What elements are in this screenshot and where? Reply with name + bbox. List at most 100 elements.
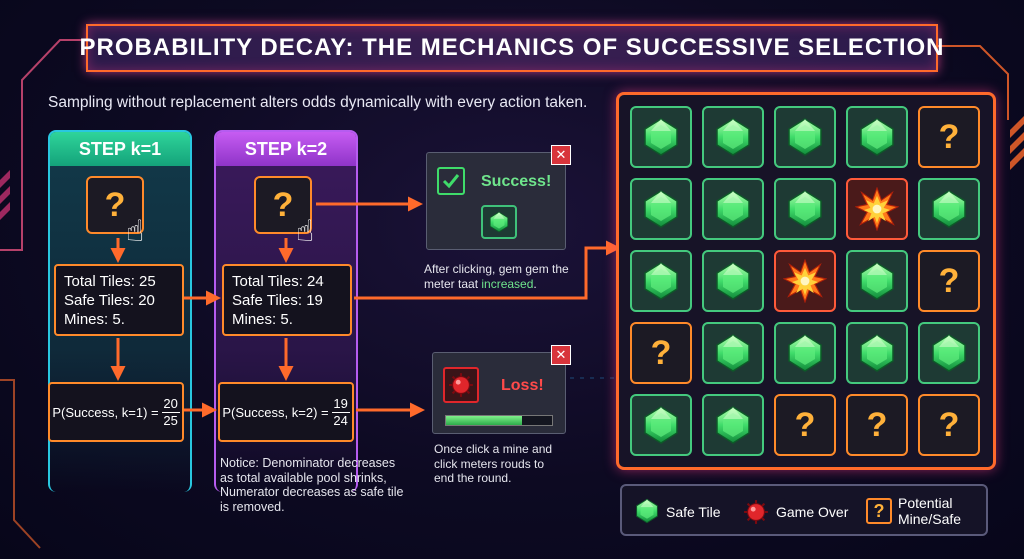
subtitle: Sampling without replacement alters odds… [48, 94, 588, 111]
safe-tile[interactable] [702, 322, 764, 384]
unknown-tile[interactable]: ? [630, 322, 692, 384]
loss-note-line: click meters rouds to [434, 456, 545, 471]
safe-tile[interactable] [774, 106, 836, 168]
pointer-hand-icon: ☝ [126, 215, 145, 248]
mine-tile[interactable] [774, 250, 836, 312]
gem-icon [713, 333, 753, 373]
loss-note-line: Once click a mine and [434, 442, 553, 456]
progress-bar [445, 415, 553, 426]
explosion-icon [783, 259, 827, 303]
gem-icon [857, 117, 897, 157]
gem-icon [641, 405, 681, 445]
loss-title: Loss! [501, 377, 544, 394]
loss-popup: ✕ Loss! [432, 345, 571, 434]
total-tiles: Total Tiles: 25 [64, 273, 156, 290]
success-popup: ✕ Success! [426, 145, 571, 250]
success-note-part: . [533, 276, 537, 291]
gem-icon [857, 261, 897, 301]
safe-tile[interactable] [630, 106, 692, 168]
notice-line: Notice: Denominator decreases [220, 456, 396, 470]
gem-icon [713, 117, 753, 157]
mine-count: Mines: 5. [232, 311, 293, 328]
success-title: Success! [481, 173, 552, 190]
success-note-line: After clicking, gem gem the [424, 262, 569, 276]
question-tile[interactable]: ? [254, 176, 312, 234]
legend-potential-line: Potential [898, 495, 953, 511]
mine-icon [443, 367, 479, 403]
gem-icon [641, 189, 681, 229]
safe-tile[interactable] [630, 394, 692, 456]
gem-icon [785, 333, 825, 373]
safe-tile[interactable] [774, 322, 836, 384]
safe-tile[interactable] [702, 250, 764, 312]
success-note-highlight: increased [481, 276, 534, 291]
probability-label: P(Success, k=1) = [52, 404, 159, 420]
page-title: PROBABILITY DECAY: THE MECHANICS OF SUCC… [79, 34, 945, 61]
notice-line: as total available pool shrinks, [220, 470, 387, 485]
safe-tile[interactable] [702, 178, 764, 240]
safe-tile[interactable] [630, 178, 692, 240]
success-note-part: meter taat [424, 276, 482, 291]
safe-tile[interactable] [846, 250, 908, 312]
denominator: 25 [163, 412, 178, 428]
gem-icon [713, 405, 753, 445]
loss-note-line: end the round. [434, 471, 512, 485]
safe-tile[interactable] [702, 394, 764, 456]
explosion-icon [855, 187, 899, 231]
probability-box: P(Success, k=1) = 20 25 [48, 382, 184, 442]
gem-icon [634, 498, 660, 524]
pointer-hand-icon: ☝ [296, 215, 315, 248]
tile-count-box: Total Tiles: 25 Safe Tiles: 20 Mines: 5. [54, 264, 184, 336]
success-note: After clicking, gem gem the meter taat i… [424, 262, 569, 291]
safe-tile[interactable] [846, 322, 908, 384]
legend-safe-label: Safe Tile [666, 504, 721, 520]
safe-tile[interactable] [630, 250, 692, 312]
denominator: 24 [333, 412, 348, 428]
mine-icon [742, 498, 770, 526]
safe-tile[interactable] [774, 178, 836, 240]
probability-label: P(Success, k=2) = [222, 404, 329, 420]
legend-over-label: Game Over [776, 504, 849, 520]
progress-bar-fill [446, 416, 523, 425]
close-button[interactable]: ✕ [551, 145, 571, 165]
mine-tile[interactable] [846, 178, 908, 240]
legend-potential-label: Potential Mine/Safe [898, 495, 961, 527]
probability-fraction: 19 24 [331, 396, 350, 428]
notice-line: is removed. [220, 499, 285, 514]
mine-count: Mines: 5. [64, 311, 125, 328]
checkmark-icon [437, 167, 465, 195]
legend: Safe Tile Game Over ? Potential Mine/Saf… [620, 484, 988, 536]
gem-icon [641, 261, 681, 301]
question-tile[interactable]: ? [86, 176, 144, 234]
unknown-tile[interactable]: ? [918, 394, 980, 456]
step-header: STEP k=2 [216, 132, 356, 166]
gem-icon [929, 333, 969, 373]
gem-icon [857, 333, 897, 373]
probability-box: P(Success, k=2) = 19 24 [218, 382, 354, 442]
unknown-tile[interactable]: ? [774, 394, 836, 456]
title-banner: PROBABILITY DECAY: THE MECHANICS OF SUCC… [80, 24, 944, 72]
gem-icon [713, 189, 753, 229]
gem-icon [785, 189, 825, 229]
unknown-tile[interactable]: ? [846, 394, 908, 456]
close-button[interactable]: ✕ [551, 345, 571, 365]
legend-potential-line: Mine/Safe [898, 511, 962, 527]
safe-tile[interactable] [846, 106, 908, 168]
safe-tile[interactable] [918, 322, 980, 384]
step-header: STEP k=1 [50, 132, 190, 166]
game-board: ?????? [630, 106, 982, 458]
tile-count-box: Total Tiles: 24 Safe Tiles: 19 Mines: 5. [222, 264, 352, 336]
gem-icon [929, 189, 969, 229]
safe-tile[interactable] [702, 106, 764, 168]
notice-line: Numerator decreases as safe tile [220, 485, 404, 499]
safe-tiles: Safe Tiles: 20 [64, 292, 155, 309]
notice-text: Notice: Denominator decreases as total a… [220, 456, 403, 514]
loss-note: Once click a mine and click meters rouds… [434, 442, 552, 486]
unknown-tile[interactable]: ? [918, 250, 980, 312]
safe-tile[interactable] [918, 178, 980, 240]
total-tiles: Total Tiles: 24 [232, 273, 324, 290]
gem-icon [713, 261, 753, 301]
gem-icon [481, 205, 517, 239]
unknown-tile[interactable]: ? [918, 106, 980, 168]
numerator: 20 [163, 395, 178, 411]
